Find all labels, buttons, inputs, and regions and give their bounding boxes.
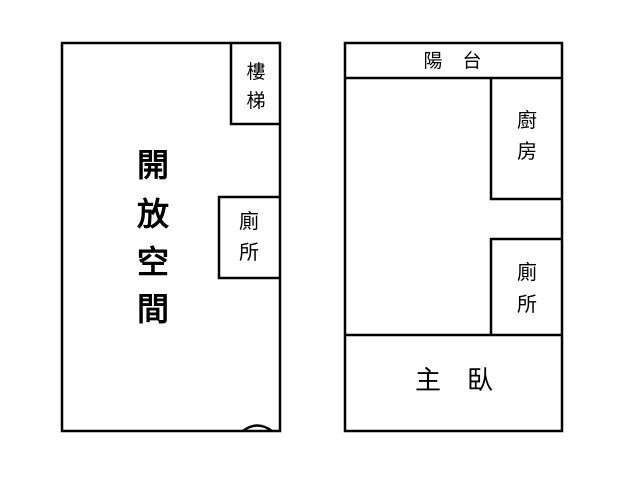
left-floor: 樓 梯 開 放 空 間 廁 所 (60, 41, 282, 433)
open-space-label-3: 空 (137, 243, 169, 281)
open-space-label-2: 放 (137, 195, 170, 233)
left-floor-outline (60, 41, 282, 433)
left-bathroom-label-2: 所 (239, 240, 259, 264)
open-space-label-1: 開 (137, 146, 169, 184)
right-bathroom-label-1: 廁 (517, 260, 537, 284)
right-floor-outline (343, 41, 564, 433)
balcony-label-1: 陽 (423, 50, 442, 72)
kitchen-label-2: 房 (517, 139, 537, 163)
stairs-label-1: 樓 (246, 61, 265, 83)
kitchen-wall (489, 78, 562, 201)
left-bathroom-wall (217, 195, 280, 280)
right-bathroom-label-2: 所 (517, 292, 537, 316)
balcony-label-2: 台 (462, 50, 481, 72)
open-space-label-4: 間 (137, 290, 169, 328)
door-arc-icon (242, 424, 273, 433)
stairs-label-2: 梯 (246, 90, 265, 112)
stairs-room-wall (229, 43, 280, 126)
kitchen-label-1: 廚 (517, 108, 537, 132)
left-bathroom-label-1: 廁 (239, 209, 259, 233)
master-bedroom-label-1: 主 (415, 366, 441, 396)
right-bathroom-wall (489, 237, 562, 335)
master-bedroom-label-2: 臥 (467, 366, 493, 396)
right-floor: 陽 台 廚 房 廁 所 主 臥 (343, 41, 564, 433)
